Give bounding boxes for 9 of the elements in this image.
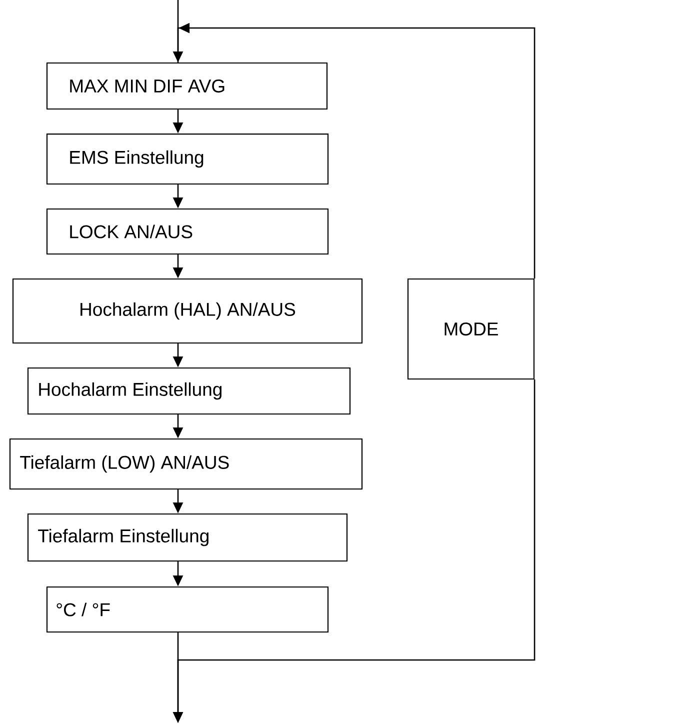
mode-box: MODE [407,278,535,380]
process-box: EMS Einstellung [46,133,329,185]
process-box: Hochalarm (HAL) AN/AUS [12,278,363,344]
process-box: LOCK AN/AUS [46,208,329,255]
process-box: Tiefalarm Einstellung [27,513,348,562]
process-box: MAX MIN DIF AVG [46,62,328,110]
process-box: Hochalarm Einstellung [27,367,351,415]
process-box: °C / °F [46,586,329,633]
process-box: Tiefalarm (LOW) AN/AUS [9,438,363,490]
